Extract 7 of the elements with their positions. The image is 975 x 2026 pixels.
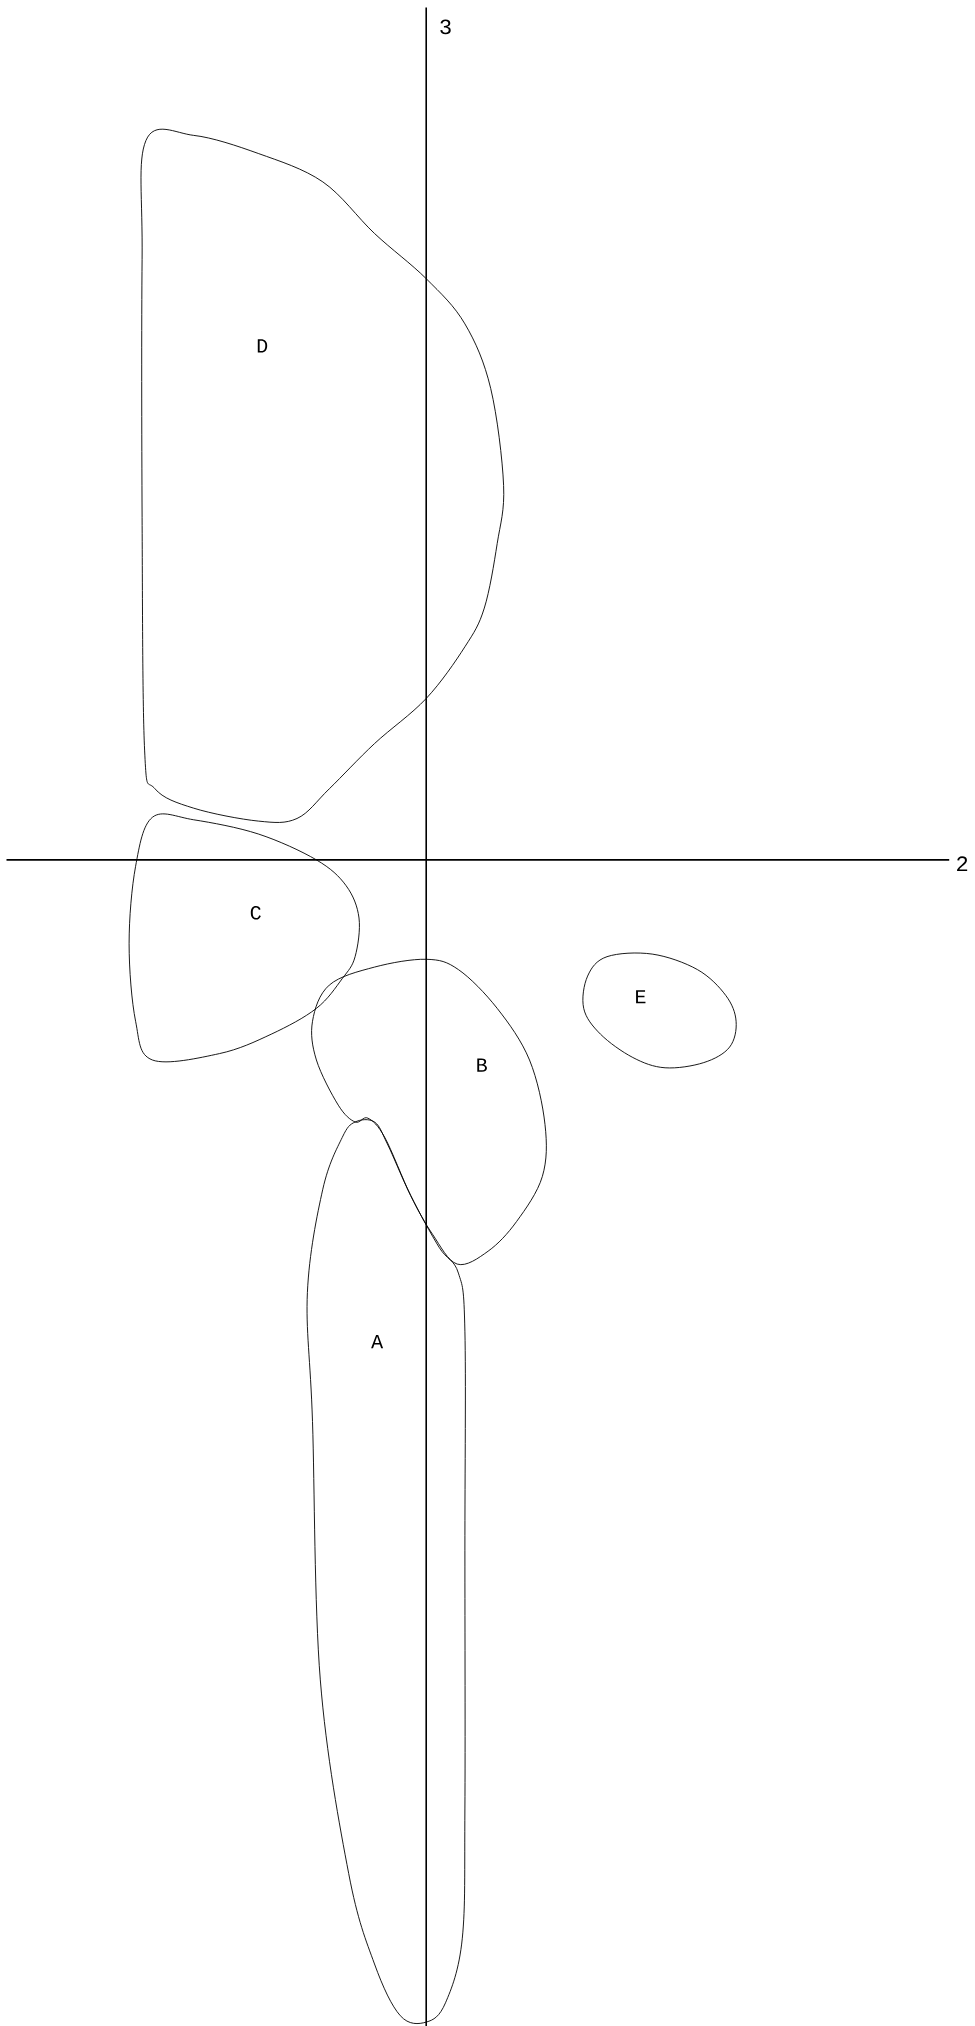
region-outline: A	[306, 1119, 466, 2024]
region-outline: B	[311, 958, 547, 1266]
axis-label: 2	[957, 856, 968, 872]
region-outline: C	[128, 813, 360, 1063]
region-outline: E	[582, 952, 737, 1069]
region-outline: D	[140, 128, 505, 823]
axis-label: 3	[440, 19, 451, 35]
